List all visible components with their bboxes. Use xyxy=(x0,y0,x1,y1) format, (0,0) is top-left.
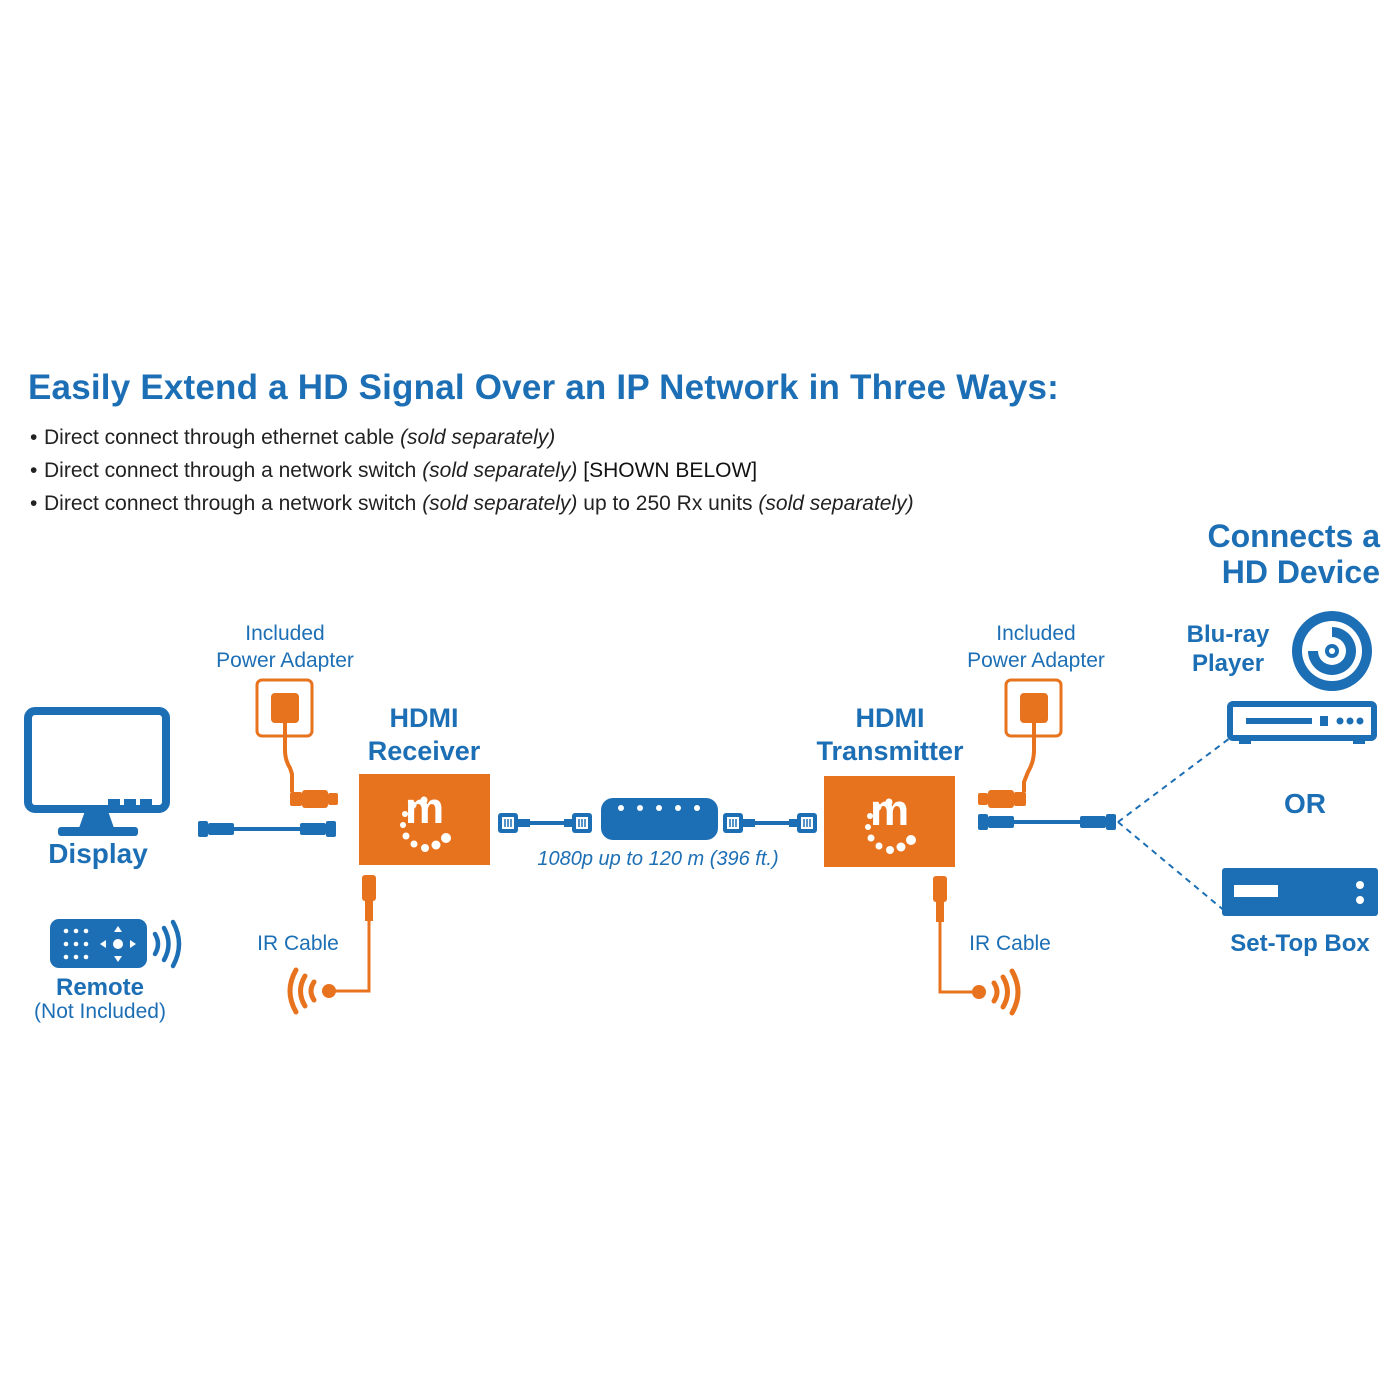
distance-label: 1080p up to 120 m (396 ft.) xyxy=(537,848,779,870)
remote-note: (Not Included) xyxy=(34,1000,166,1023)
connects-heading: Connects a HD Device xyxy=(1180,518,1380,590)
receiver-label-line2: Receiver xyxy=(367,736,481,766)
connects-heading-line1: Connects a xyxy=(1207,518,1380,554)
display-icon xyxy=(24,707,170,836)
power-adapter-left-line2: Power Adapter xyxy=(216,649,354,672)
brand-letter-transmitter: m xyxy=(869,786,910,835)
hdmi-cable-left xyxy=(198,821,336,837)
bluray-player-icon xyxy=(1227,701,1377,744)
brand-logo-transmitter xyxy=(865,798,916,854)
settop-box-icon xyxy=(1222,868,1378,916)
power-adapter-right-icon xyxy=(978,678,1063,808)
ethernet-cable-left xyxy=(498,813,592,833)
page-title: Easily Extend a HD Signal Over an IP Net… xyxy=(28,368,1060,407)
power-adapter-right-line1: Included xyxy=(996,622,1076,645)
receiver-label: HDMI Receiver xyxy=(334,702,514,768)
transmitter-label-line2: Transmitter xyxy=(816,736,964,766)
ir-cable-left-icon xyxy=(287,875,376,1015)
bullet-item: •Direct connect through a network switch… xyxy=(30,459,758,482)
or-label: OR xyxy=(1284,788,1326,819)
bluray-label: Blu-ray Player xyxy=(1160,620,1296,678)
disc-icon xyxy=(1292,611,1372,691)
power-adapter-right-line2: Power Adapter xyxy=(967,649,1105,672)
power-adapter-left-label: Included Power Adapter xyxy=(195,620,375,674)
remote-icon xyxy=(50,919,182,969)
dashed-connection-lines xyxy=(1117,737,1231,913)
ir-cable-left-label: IR Cable xyxy=(257,932,339,955)
power-adapter-left-line1: Included xyxy=(245,622,325,645)
connects-heading-line2: HD Device xyxy=(1221,554,1380,590)
ir-cable-right-icon xyxy=(933,876,1021,1016)
bullet-item: •Direct connect through ethernet cable (… xyxy=(30,426,556,449)
receiver-label-line1: HDMI xyxy=(389,703,459,733)
ethernet-cable-right xyxy=(723,813,817,833)
settop-label: Set-Top Box xyxy=(1230,930,1370,957)
transmitter-label-line1: HDMI xyxy=(855,703,925,733)
display-label: Display xyxy=(48,838,148,869)
ir-cable-right-label: IR Cable xyxy=(969,932,1051,955)
network-switch-icon xyxy=(601,798,718,840)
remote-label: Remote xyxy=(55,974,145,1001)
transmitter-label: HDMI Transmitter xyxy=(790,702,990,768)
brand-logo-receiver xyxy=(400,796,451,852)
brand-letter-receiver: m xyxy=(404,784,445,833)
bullet-item: •Direct connect through a network switch… xyxy=(30,492,914,515)
power-adapter-left-icon xyxy=(255,678,338,808)
hdmi-cable-right xyxy=(978,814,1116,830)
power-adapter-right-label: Included Power Adapter xyxy=(946,620,1126,674)
bluray-label-line1: Blu-ray xyxy=(1186,621,1270,648)
bullet-list: •Direct connect through ethernet cable (… xyxy=(30,425,914,524)
bluray-label-line2: Player xyxy=(1191,650,1265,677)
